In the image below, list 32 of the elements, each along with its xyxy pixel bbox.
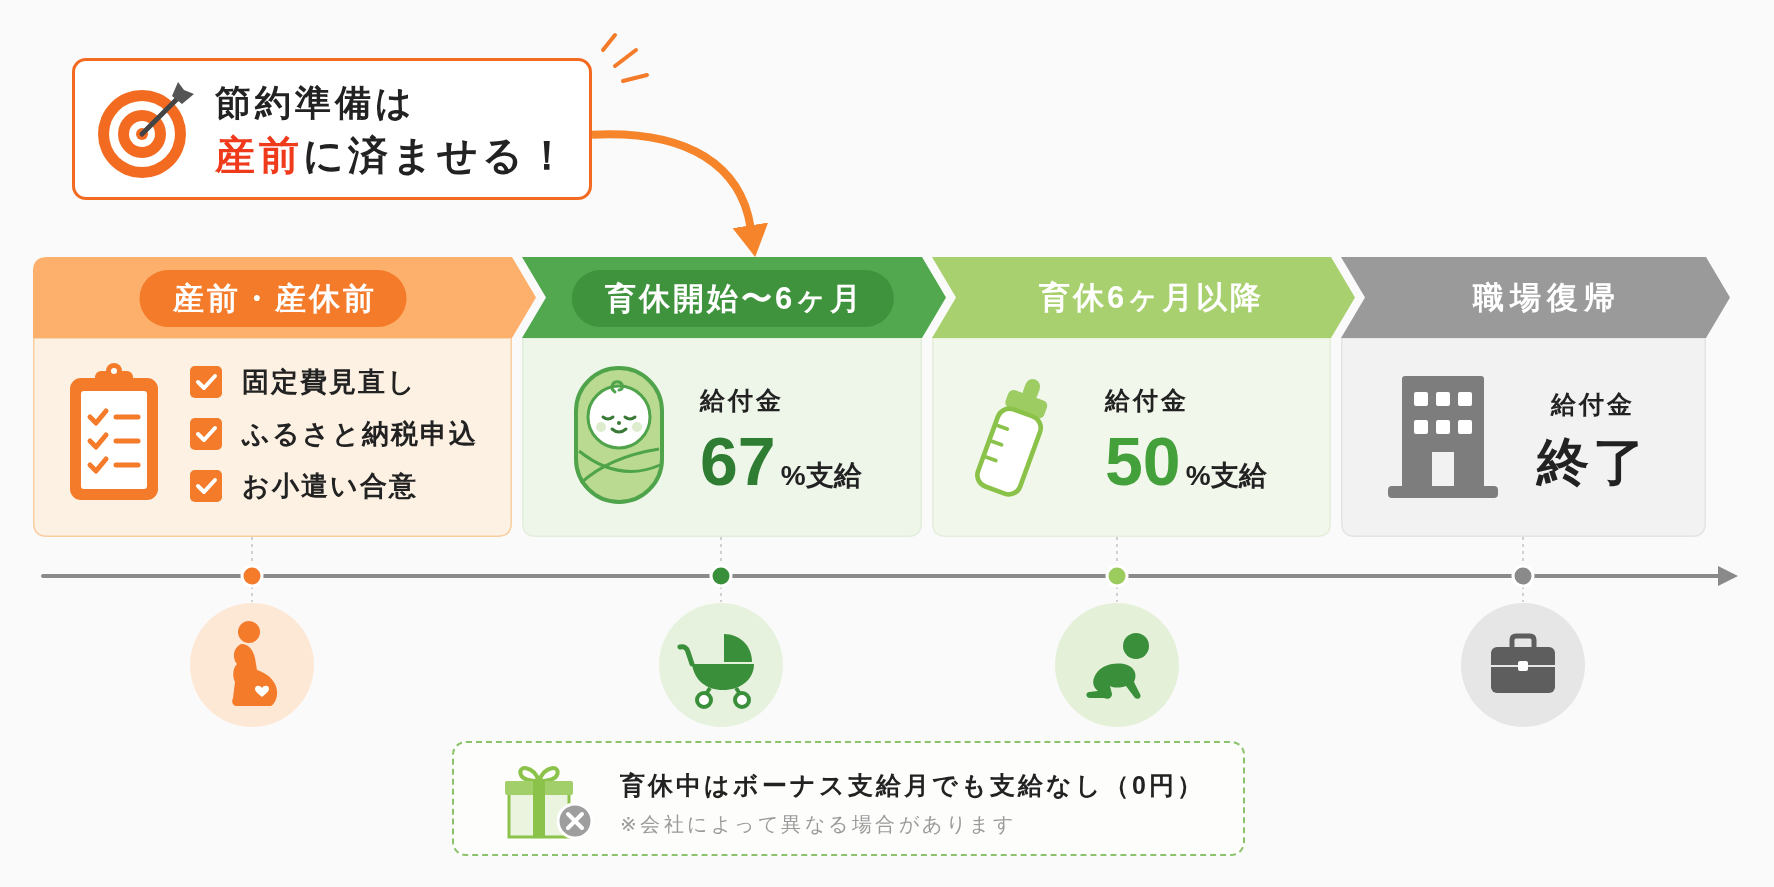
stroller-icon (658, 602, 784, 728)
callout-text: 産前に済ませる！ (215, 132, 571, 179)
benefit-label: 給付金 (1105, 385, 1189, 416)
benefit-rate: 67%支給 (700, 427, 862, 501)
dashed-line (1116, 536, 1118, 603)
curved-arrow (591, 130, 768, 257)
benefit-status: 終了 (1537, 432, 1649, 492)
crawling-baby-icon (1054, 602, 1180, 728)
stage-panel (522, 257, 946, 537)
footnote-text: ※会社によって異なる場合があります (620, 812, 1017, 837)
briefcase-icon (1460, 602, 1586, 728)
dashed-line (720, 536, 722, 603)
benefit-rate: 50%支給 (1105, 427, 1267, 501)
note-text: 育休中はボーナス支給月でも支給なし（0円） (620, 770, 1205, 801)
benefit-label: 給付金 (700, 385, 784, 416)
stage-panel (932, 257, 1355, 537)
stage-panel (33, 257, 536, 537)
checklist-item: 固定費見直し (242, 366, 417, 399)
stage-heading: 育休開始〜6ヶ月 (571, 270, 895, 327)
dashed-line (251, 536, 253, 603)
callout-box (72, 58, 592, 200)
note-box (452, 741, 1245, 856)
stage-panel (1341, 257, 1730, 537)
callout-text: 節約準備は (215, 81, 416, 125)
benefit-label: 給付金 (1551, 389, 1635, 420)
stage-heading: 育休6ヶ月以降 (1037, 279, 1265, 317)
checklist-item: お小遣い合意 (242, 470, 418, 503)
stage-heading: 職場復帰 (1471, 279, 1621, 317)
stage-heading: 産前・産休前 (139, 270, 407, 327)
pregnant-woman-icon (189, 602, 315, 728)
dashed-line (1522, 536, 1524, 603)
checklist-item: ふるさと納税申込 (242, 418, 478, 451)
